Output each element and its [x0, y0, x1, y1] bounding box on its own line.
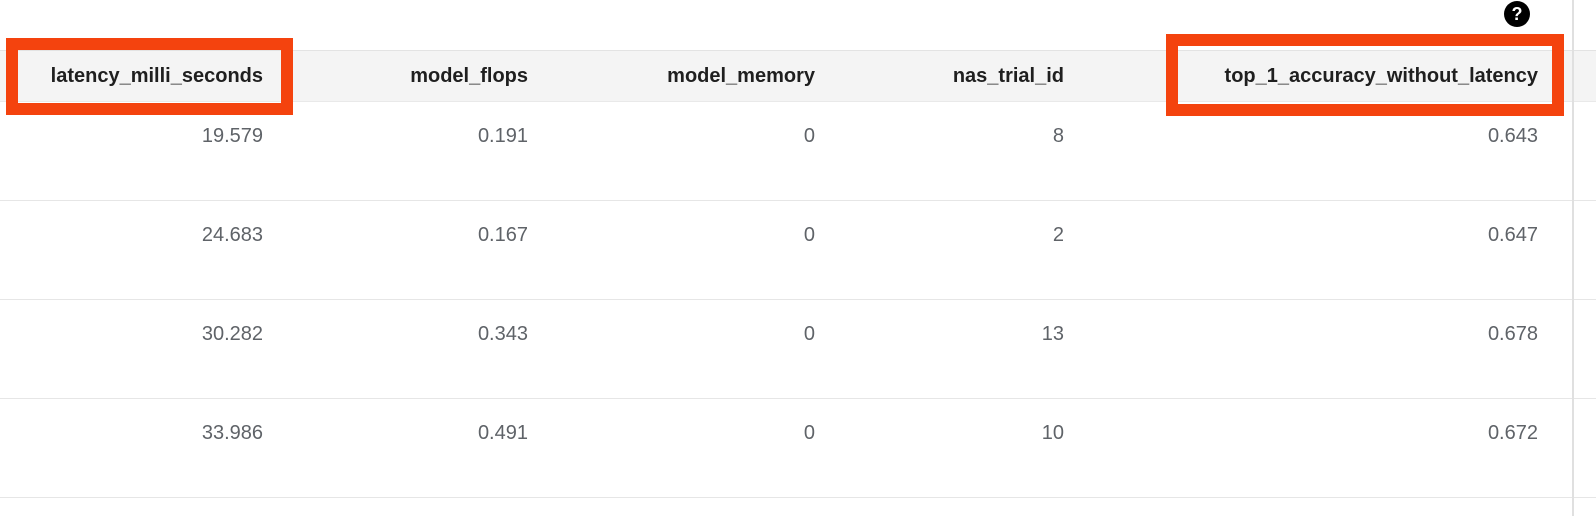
cell-model-memory: 0 [803, 323, 815, 345]
cell-nas-trial-id: 10 [1041, 422, 1064, 444]
cell-model-flops: 0.167 [477, 224, 528, 246]
cell-latency: 19.579 [201, 125, 263, 147]
column-header-nas-trial-id[interactable]: nas_trial_id [952, 64, 1064, 87]
cell-latency: 30.282 [201, 323, 263, 345]
cell-nas-trial-id: 2 [1052, 224, 1064, 246]
help-icon-glyph: ? [1511, 3, 1523, 24]
cell-model-memory: 0 [803, 422, 815, 444]
cell-model-flops: 0.343 [477, 323, 528, 345]
cell-model-memory: 0 [803, 125, 815, 147]
cell-nas-trial-id: 8 [1052, 125, 1064, 147]
cell-top-1-accuracy: 0.678 [1487, 323, 1538, 345]
table-header-row: latency_milli_seconds model_flops model_… [0, 50, 1596, 102]
cell-latency: 33.986 [201, 422, 263, 444]
cell-model-flops: 0.491 [477, 422, 528, 444]
help-icon[interactable]: ? [1504, 1, 1530, 27]
trials-table: latency_milli_seconds model_flops model_… [0, 50, 1596, 498]
column-header-model-flops[interactable]: model_flops [410, 64, 528, 87]
cell-top-1-accuracy: 0.643 [1487, 125, 1538, 147]
table-row[interactable]: 30.282 0.343 0 13 0.678 [0, 300, 1596, 399]
cell-latency: 24.683 [201, 224, 263, 246]
table-row[interactable]: 24.683 0.167 0 2 0.647 [0, 201, 1596, 300]
column-header-model-memory[interactable]: model_memory [667, 64, 815, 87]
cell-nas-trial-id: 13 [1041, 323, 1064, 345]
column-header-top-1-accuracy-without-latency[interactable]: top_1_accuracy_without_latency [1224, 64, 1538, 87]
column-divider [1572, 0, 1574, 516]
cell-top-1-accuracy: 0.647 [1487, 224, 1538, 246]
table-row[interactable]: 19.579 0.191 0 8 0.643 [0, 102, 1596, 201]
table-row[interactable]: 33.986 0.491 0 10 0.672 [0, 399, 1596, 498]
cell-top-1-accuracy: 0.672 [1487, 422, 1538, 444]
cell-model-flops: 0.191 [477, 125, 528, 147]
column-header-latency-milli-seconds[interactable]: latency_milli_seconds [50, 64, 263, 87]
cell-model-memory: 0 [803, 224, 815, 246]
